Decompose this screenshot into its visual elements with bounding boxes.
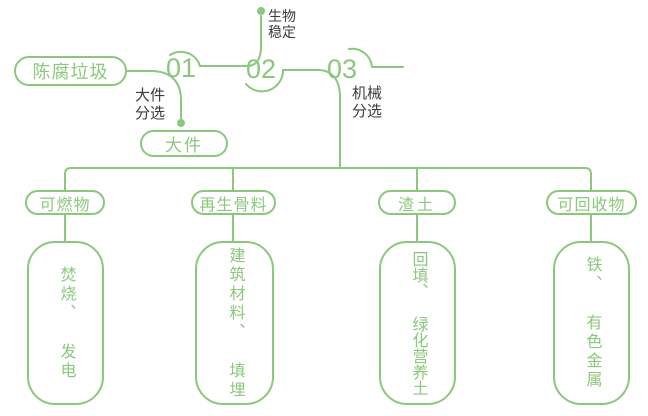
- output-box-building-materials: 建筑材料、 填埋: [195, 241, 274, 405]
- distribution-bar: [64, 167, 592, 191]
- step-label-line: 生物: [268, 8, 296, 24]
- step-number-3: 03: [326, 54, 358, 84]
- output-text: 建筑材料、 填埋: [226, 246, 244, 400]
- output-text: 铁、 有色金属: [583, 256, 601, 390]
- step-label-bulky-sorting: 大件 分选: [135, 87, 165, 123]
- step-label-line: 分选: [135, 105, 166, 122]
- output-text: 回填、 绿化营养土: [409, 250, 427, 396]
- output-box-backfill: 回填、 绿化营养土: [379, 241, 456, 405]
- node-slag-soil: 渣土: [378, 190, 456, 215]
- node-bulky-items: 大件: [140, 130, 228, 157]
- step-number-1: 01: [165, 53, 197, 83]
- step-label-line: 大件: [135, 87, 166, 104]
- node-combustibles: 可燃物: [25, 190, 105, 215]
- output-box-metals: 铁、 有色金属: [553, 241, 630, 405]
- arc-step3: [348, 47, 373, 68]
- step-label-line: 稳定: [268, 24, 296, 40]
- step-label-bio-stabilization: 生物 稳定: [268, 8, 296, 40]
- line-root-to-step1: [126, 70, 182, 120]
- step-number-2: 02: [245, 54, 277, 84]
- connector-dot-bulky: [177, 119, 185, 127]
- line-step1-to-step2: [199, 15, 262, 67]
- step-label-line: 分选: [352, 103, 383, 120]
- node-root-aged-waste: 陈腐垃圾: [14, 56, 127, 86]
- arc-step1: [169, 50, 201, 67]
- step-label-line: 机械: [352, 85, 383, 102]
- node-recycled-aggregate: 再生骨料: [191, 190, 276, 215]
- arc-step2: [245, 69, 285, 93]
- step-label-mechanical-sorting: 机械 分选: [352, 85, 382, 121]
- output-box-incineration: 焚烧、 发电: [27, 241, 104, 405]
- output-text: 焚烧、 发电: [57, 265, 75, 381]
- node-recyclables: 可回收物: [546, 190, 637, 215]
- line-step2-to-step3: [282, 69, 341, 169]
- connector-dot-bio: [257, 7, 265, 15]
